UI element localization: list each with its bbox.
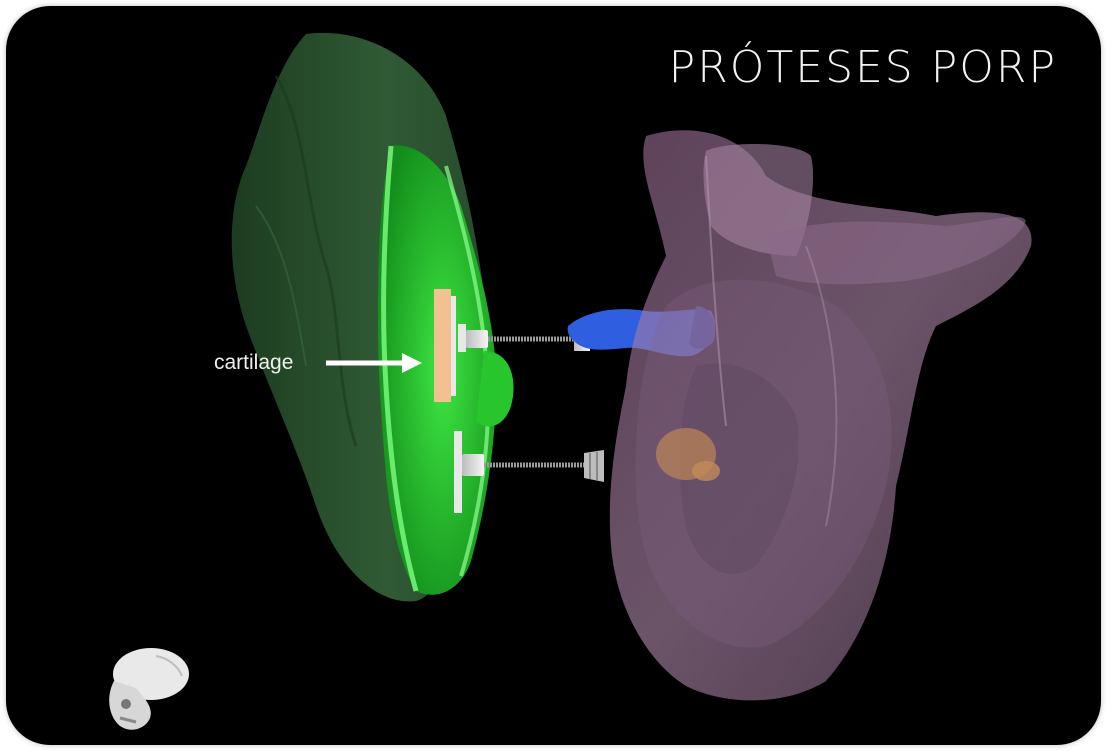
cartilage-label: cartilage bbox=[214, 351, 293, 375]
cartilage-plate bbox=[434, 289, 451, 402]
heart-like-model bbox=[610, 130, 1032, 700]
page-title: PRÓTESES PORP bbox=[669, 42, 1057, 93]
anatomy-scene bbox=[6, 6, 1101, 745]
skull-icon bbox=[109, 648, 189, 730]
viewer-frame: PRÓTESES PORP cartilage bbox=[6, 6, 1101, 745]
